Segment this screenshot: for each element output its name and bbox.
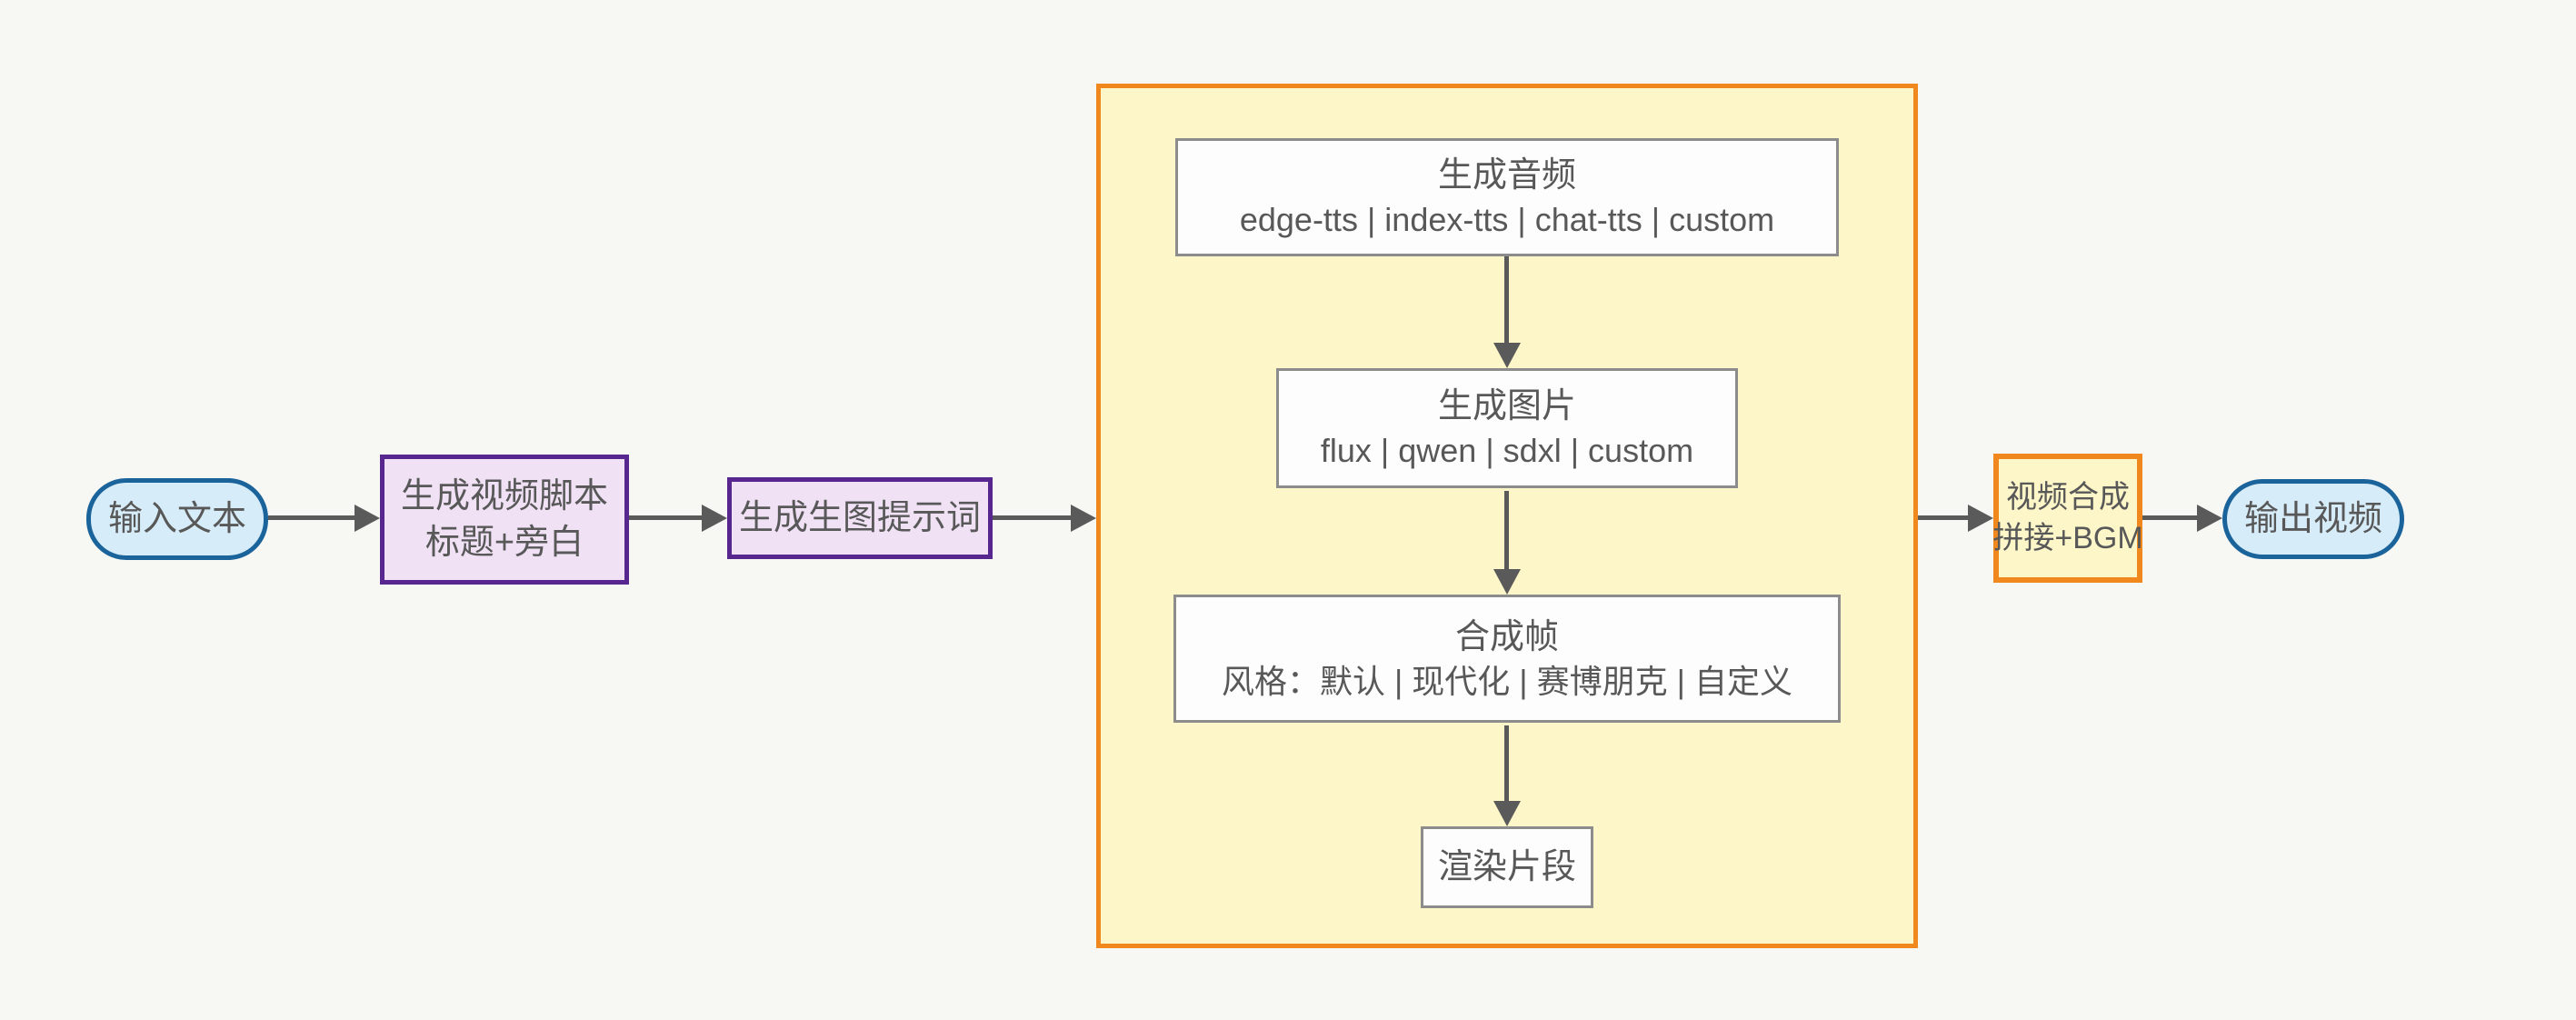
node-generate-script-line1: 生成视频脚本 [400, 477, 608, 516]
arrow-prompt-to-subgraph [993, 515, 1071, 520]
node-generate-image-prompt-label: 生成生图提示词 [738, 498, 981, 537]
node-video-compose-line1: 视频合成 [2006, 480, 2130, 515]
node-input-text: 输入文本 [86, 478, 268, 560]
node-generate-image-prompt: 生成生图提示词 [727, 477, 993, 559]
arrow-subgraph-to-compose [1918, 515, 1968, 520]
node-input-text-label: 输入文本 [107, 499, 246, 538]
arrow-image-to-frame [1504, 491, 1509, 569]
node-compose-frame-line2: 风格：默认 | 现代化 | 赛博朋克 | 自定义 [1221, 662, 1793, 700]
node-generate-script-line2: 标题+旁白 [424, 523, 584, 562]
node-output-video-label: 输出视频 [2243, 499, 2382, 538]
node-render-clip: 渲染片段 [1421, 826, 1593, 908]
node-generate-audio: 生成音频 edge-tts | index-tts | chat-tts | c… [1175, 138, 1839, 256]
node-compose-frame-line1: 合成帧 [1454, 617, 1559, 656]
node-video-compose: 视频合成 拼接+BGM [1992, 454, 2143, 583]
arrow-audio-to-image [1504, 256, 1509, 343]
arrow-input-to-script [268, 515, 354, 520]
arrow-script-to-prompt [629, 515, 702, 520]
arrow-compose-to-output [2142, 515, 2197, 520]
arrow-frame-to-render [1504, 725, 1509, 801]
node-generate-image-line1: 生成图片 [1437, 387, 1576, 426]
node-output-video: 输出视频 [2222, 479, 2404, 559]
node-generate-audio-line2: edge-tts | index-tts | chat-tts | custom [1239, 201, 1775, 239]
node-video-compose-line2: 拼接+BGM [1992, 521, 2143, 555]
node-generate-image-line2: flux | qwen | sdxl | custom [1320, 432, 1694, 470]
node-generate-audio-line1: 生成音频 [1437, 156, 1576, 195]
node-render-clip-label: 渲染片段 [1437, 847, 1576, 886]
node-generate-image: 生成图片 flux | qwen | sdxl | custom [1276, 368, 1738, 488]
node-compose-frame: 合成帧 风格：默认 | 现代化 | 赛博朋克 | 自定义 [1173, 595, 1841, 723]
node-generate-script: 生成视频脚本 标题+旁白 [380, 455, 629, 585]
